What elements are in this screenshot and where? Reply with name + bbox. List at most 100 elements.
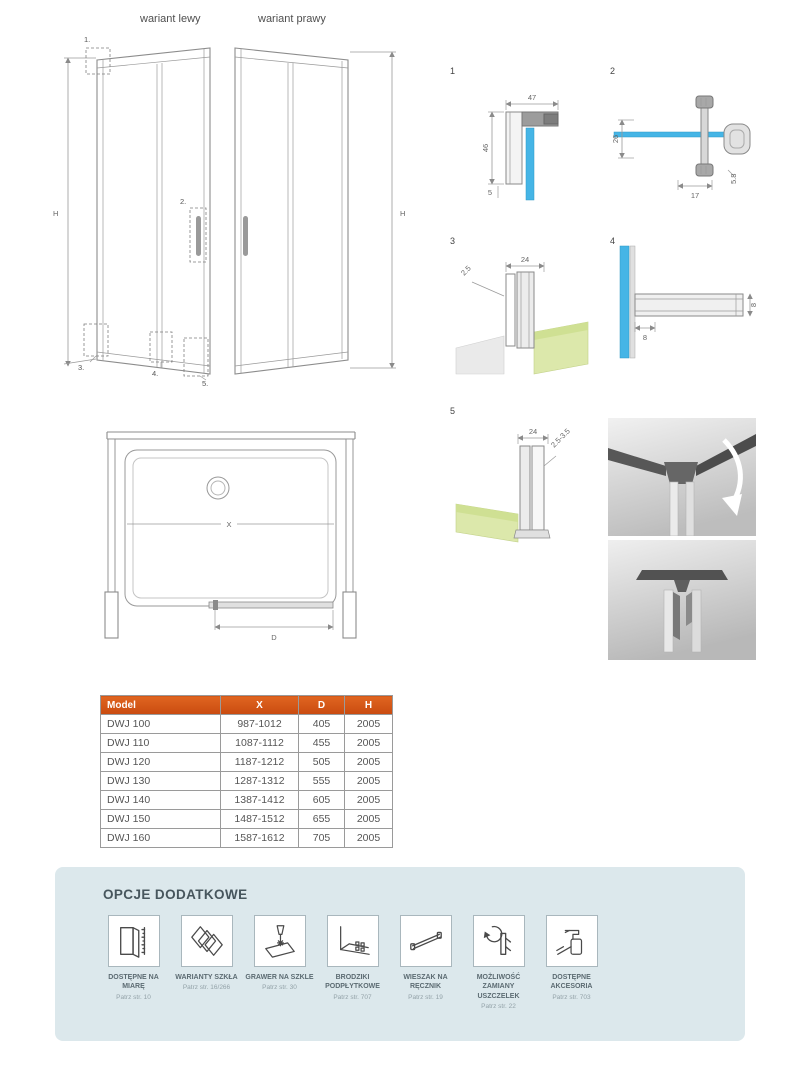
variant-right-label: wariant prawy — [258, 13, 326, 25]
svg-text:H: H — [400, 209, 405, 218]
detail-3-bottom-guide: 3 24 2.5 — [450, 236, 589, 375]
option-page-ref: Patrz str. 10 — [116, 993, 151, 1001]
detail-2-dimensions: 26 17 5.8 — [611, 119, 738, 200]
door-handle-plan — [213, 600, 218, 610]
towel-hanger-icon — [409, 931, 442, 951]
left-variant-callouts: 1. 2. 3. 4. 5. — [78, 35, 209, 388]
detail-5-floor — [455, 503, 519, 543]
cell-model: DWJ 150 — [100, 809, 221, 829]
table-row: DWJ 150 1487-1512 655 2005 — [100, 809, 393, 829]
detail-4-top-rail: 4 8 8 — [610, 236, 758, 359]
icon-box — [180, 915, 233, 967]
glass-variants-icon — [190, 926, 223, 956]
svg-text:8: 8 — [749, 303, 758, 307]
accessories-icon — [555, 929, 582, 955]
option-item-glass-variants: WARIANTY SZKŁA Patrz str. 16/266 — [170, 915, 243, 1010]
cell-model: DWJ 160 — [100, 828, 221, 848]
detail-1-wall-profile: 1 47 46 5 — [450, 66, 559, 201]
options-panel: OPCJE DODATKOWE DOSTĘPNE NA MIARĘ Patrz — [55, 867, 745, 1041]
cell-h: 2005 — [344, 790, 393, 810]
svg-text:H: H — [53, 209, 58, 218]
cell-model: DWJ 140 — [100, 790, 221, 810]
col-header-model: Model — [100, 695, 221, 715]
table-header-row: Model X D H — [100, 695, 393, 715]
cell-model: DWJ 130 — [100, 771, 221, 791]
glass-pane — [613, 131, 727, 138]
svg-text:4.: 4. — [152, 369, 158, 378]
option-label: BRODZIKI PODPŁYTKOWE — [325, 974, 380, 991]
door-elevation-diagram: H 1. 2. 3. 4. 5. — [53, 35, 405, 388]
spec-table: Model X D H DWJ 100 987-1012 405 2005 DW… — [100, 695, 393, 848]
option-label: WARIANTY SZKŁA — [175, 974, 238, 981]
svg-text:3: 3 — [450, 236, 455, 246]
options-title: OPCJE DODATKOWE — [103, 887, 248, 902]
cell-model: DWJ 120 — [100, 752, 221, 772]
glass-engraving-icon — [264, 925, 295, 958]
icon-box — [107, 915, 160, 967]
cell-x: 1287-1312 — [220, 771, 299, 791]
right-height-dimension: H — [350, 51, 405, 369]
svg-text:1: 1 — [450, 66, 455, 76]
detail-4-dimensions: 8 8 — [634, 293, 758, 342]
cell-d: 555 — [298, 771, 345, 791]
cell-model: DWJ 100 — [100, 714, 221, 734]
option-page-ref: Patrz str. 16/266 — [182, 984, 231, 992]
svg-text:5.8: 5.8 — [729, 174, 738, 184]
svg-text:24: 24 — [529, 427, 537, 436]
cell-d: 705 — [298, 828, 345, 848]
option-item-seal-swap: MOŻLIWOŚĆ ZAMIANY USZCZELEK Patrz str. 2… — [462, 915, 535, 1010]
cell-d: 455 — [298, 733, 345, 753]
right-door-handle — [243, 216, 248, 256]
svg-text:17: 17 — [691, 191, 699, 200]
table-row: DWJ 110 1087-1112 455 2005 — [100, 733, 393, 753]
icon-box — [326, 915, 379, 967]
svg-text:D: D — [271, 633, 277, 642]
right-variant-door — [234, 47, 349, 375]
svg-text:2.5-3.5: 2.5-3.5 — [549, 427, 572, 450]
svg-text:47: 47 — [528, 93, 536, 102]
walls — [104, 431, 357, 639]
left-door-handle — [196, 216, 201, 256]
option-item-shower-trays: BRODZIKI PODPŁYTKOWE Patrz str. 707 — [316, 915, 389, 1010]
magnetic-seal-profiles-open — [636, 570, 728, 653]
col-header-d: D — [298, 695, 345, 715]
option-item-towel-hanger: WIESZAK NA RĘCZNIK Patrz str. 19 — [389, 915, 462, 1010]
seal-swap-icon — [483, 925, 511, 955]
cell-x: 1587-1612 — [220, 828, 299, 848]
svg-text:8: 8 — [643, 333, 647, 342]
cell-x: 1087-1112 — [220, 733, 299, 753]
cell-d: 655 — [298, 809, 345, 829]
icon-box — [253, 915, 306, 967]
cell-x: 1387-1412 — [220, 790, 299, 810]
col-header-h: H — [344, 695, 393, 715]
detail-1-dimensions: 47 46 5 — [481, 93, 559, 198]
shower-tray-icon — [339, 926, 370, 955]
option-page-ref: Patrz str. 19 — [408, 993, 443, 1001]
swap-arrow-icon — [722, 438, 743, 516]
col-header-x: X — [220, 695, 299, 715]
seal-photo-open — [608, 540, 756, 660]
option-label: MOŻLIWOŚĆ ZAMIANY USZCZELEK — [476, 974, 521, 1000]
svg-text:5.: 5. — [202, 379, 208, 388]
d-dimension: D — [214, 610, 334, 642]
detail-2-roller-hanger: 2 26 17 5.8 — [610, 66, 751, 200]
option-page-ref: Patrz str. 703 — [552, 993, 591, 1001]
svg-text:26: 26 — [611, 135, 620, 143]
wall-post-left — [104, 591, 119, 639]
options-items: DOSTĘPNE NA MIARĘ Patrz str. 10 WARIANTY… — [97, 915, 608, 1010]
option-label: GRAWER NA SZKLE — [245, 974, 314, 981]
drain — [206, 476, 230, 500]
option-label: DOSTĘPNE AKCESORIA — [550, 974, 593, 991]
cell-h: 2005 — [344, 733, 393, 753]
option-item-glass-engraving: GRAWER NA SZKLE Patrz str. 30 — [243, 915, 316, 1010]
svg-text:X: X — [226, 520, 231, 529]
made-to-measure-icon — [119, 927, 145, 958]
option-page-ref: Patrz str. 707 — [333, 993, 372, 1001]
table-row: DWJ 130 1287-1312 555 2005 — [100, 771, 393, 791]
cell-model: DWJ 110 — [100, 733, 221, 753]
table-row: DWJ 120 1187-1212 505 2005 — [100, 752, 393, 772]
icon-box — [399, 915, 452, 967]
cell-x: 1487-1512 — [220, 809, 299, 829]
cell-h: 2005 — [344, 828, 393, 848]
